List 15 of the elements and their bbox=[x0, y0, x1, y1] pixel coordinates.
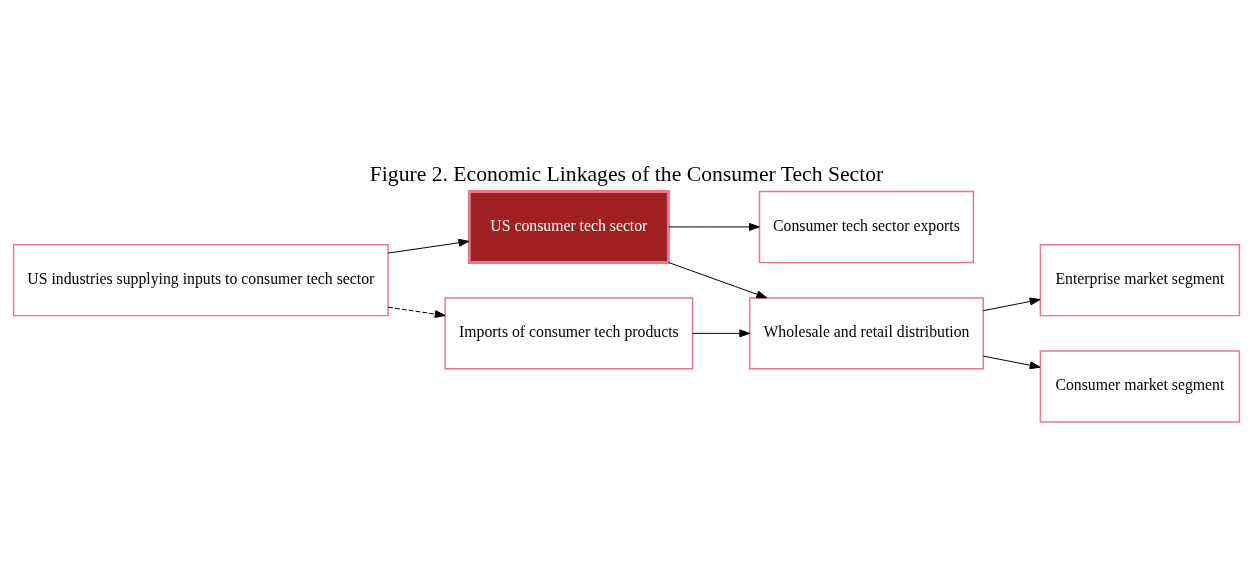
node-box: Imports of consumer tech products bbox=[444, 296, 694, 370]
arrow bbox=[692, 328, 751, 337]
arrow bbox=[668, 261, 768, 298]
arrow bbox=[982, 355, 1041, 369]
arrow bbox=[668, 222, 760, 231]
diagram-title: Figure 2. Economic Linkages of the Consumer Tech Sector bbox=[369, 161, 884, 186]
node-box: US industries supplying inputs to consumer tech sector bbox=[12, 243, 389, 316]
arrow bbox=[387, 238, 470, 254]
node-box: US consumer tech sector bbox=[467, 189, 670, 264]
arrow bbox=[982, 297, 1041, 311]
node-box: Enterprise market segment bbox=[1039, 243, 1241, 316]
node-box: Wholesale and retail distribution bbox=[748, 296, 984, 370]
node-box: Consumer tech sector exports bbox=[758, 190, 975, 263]
node-box: Consumer market segment bbox=[1039, 349, 1241, 423]
arrow bbox=[387, 306, 446, 318]
